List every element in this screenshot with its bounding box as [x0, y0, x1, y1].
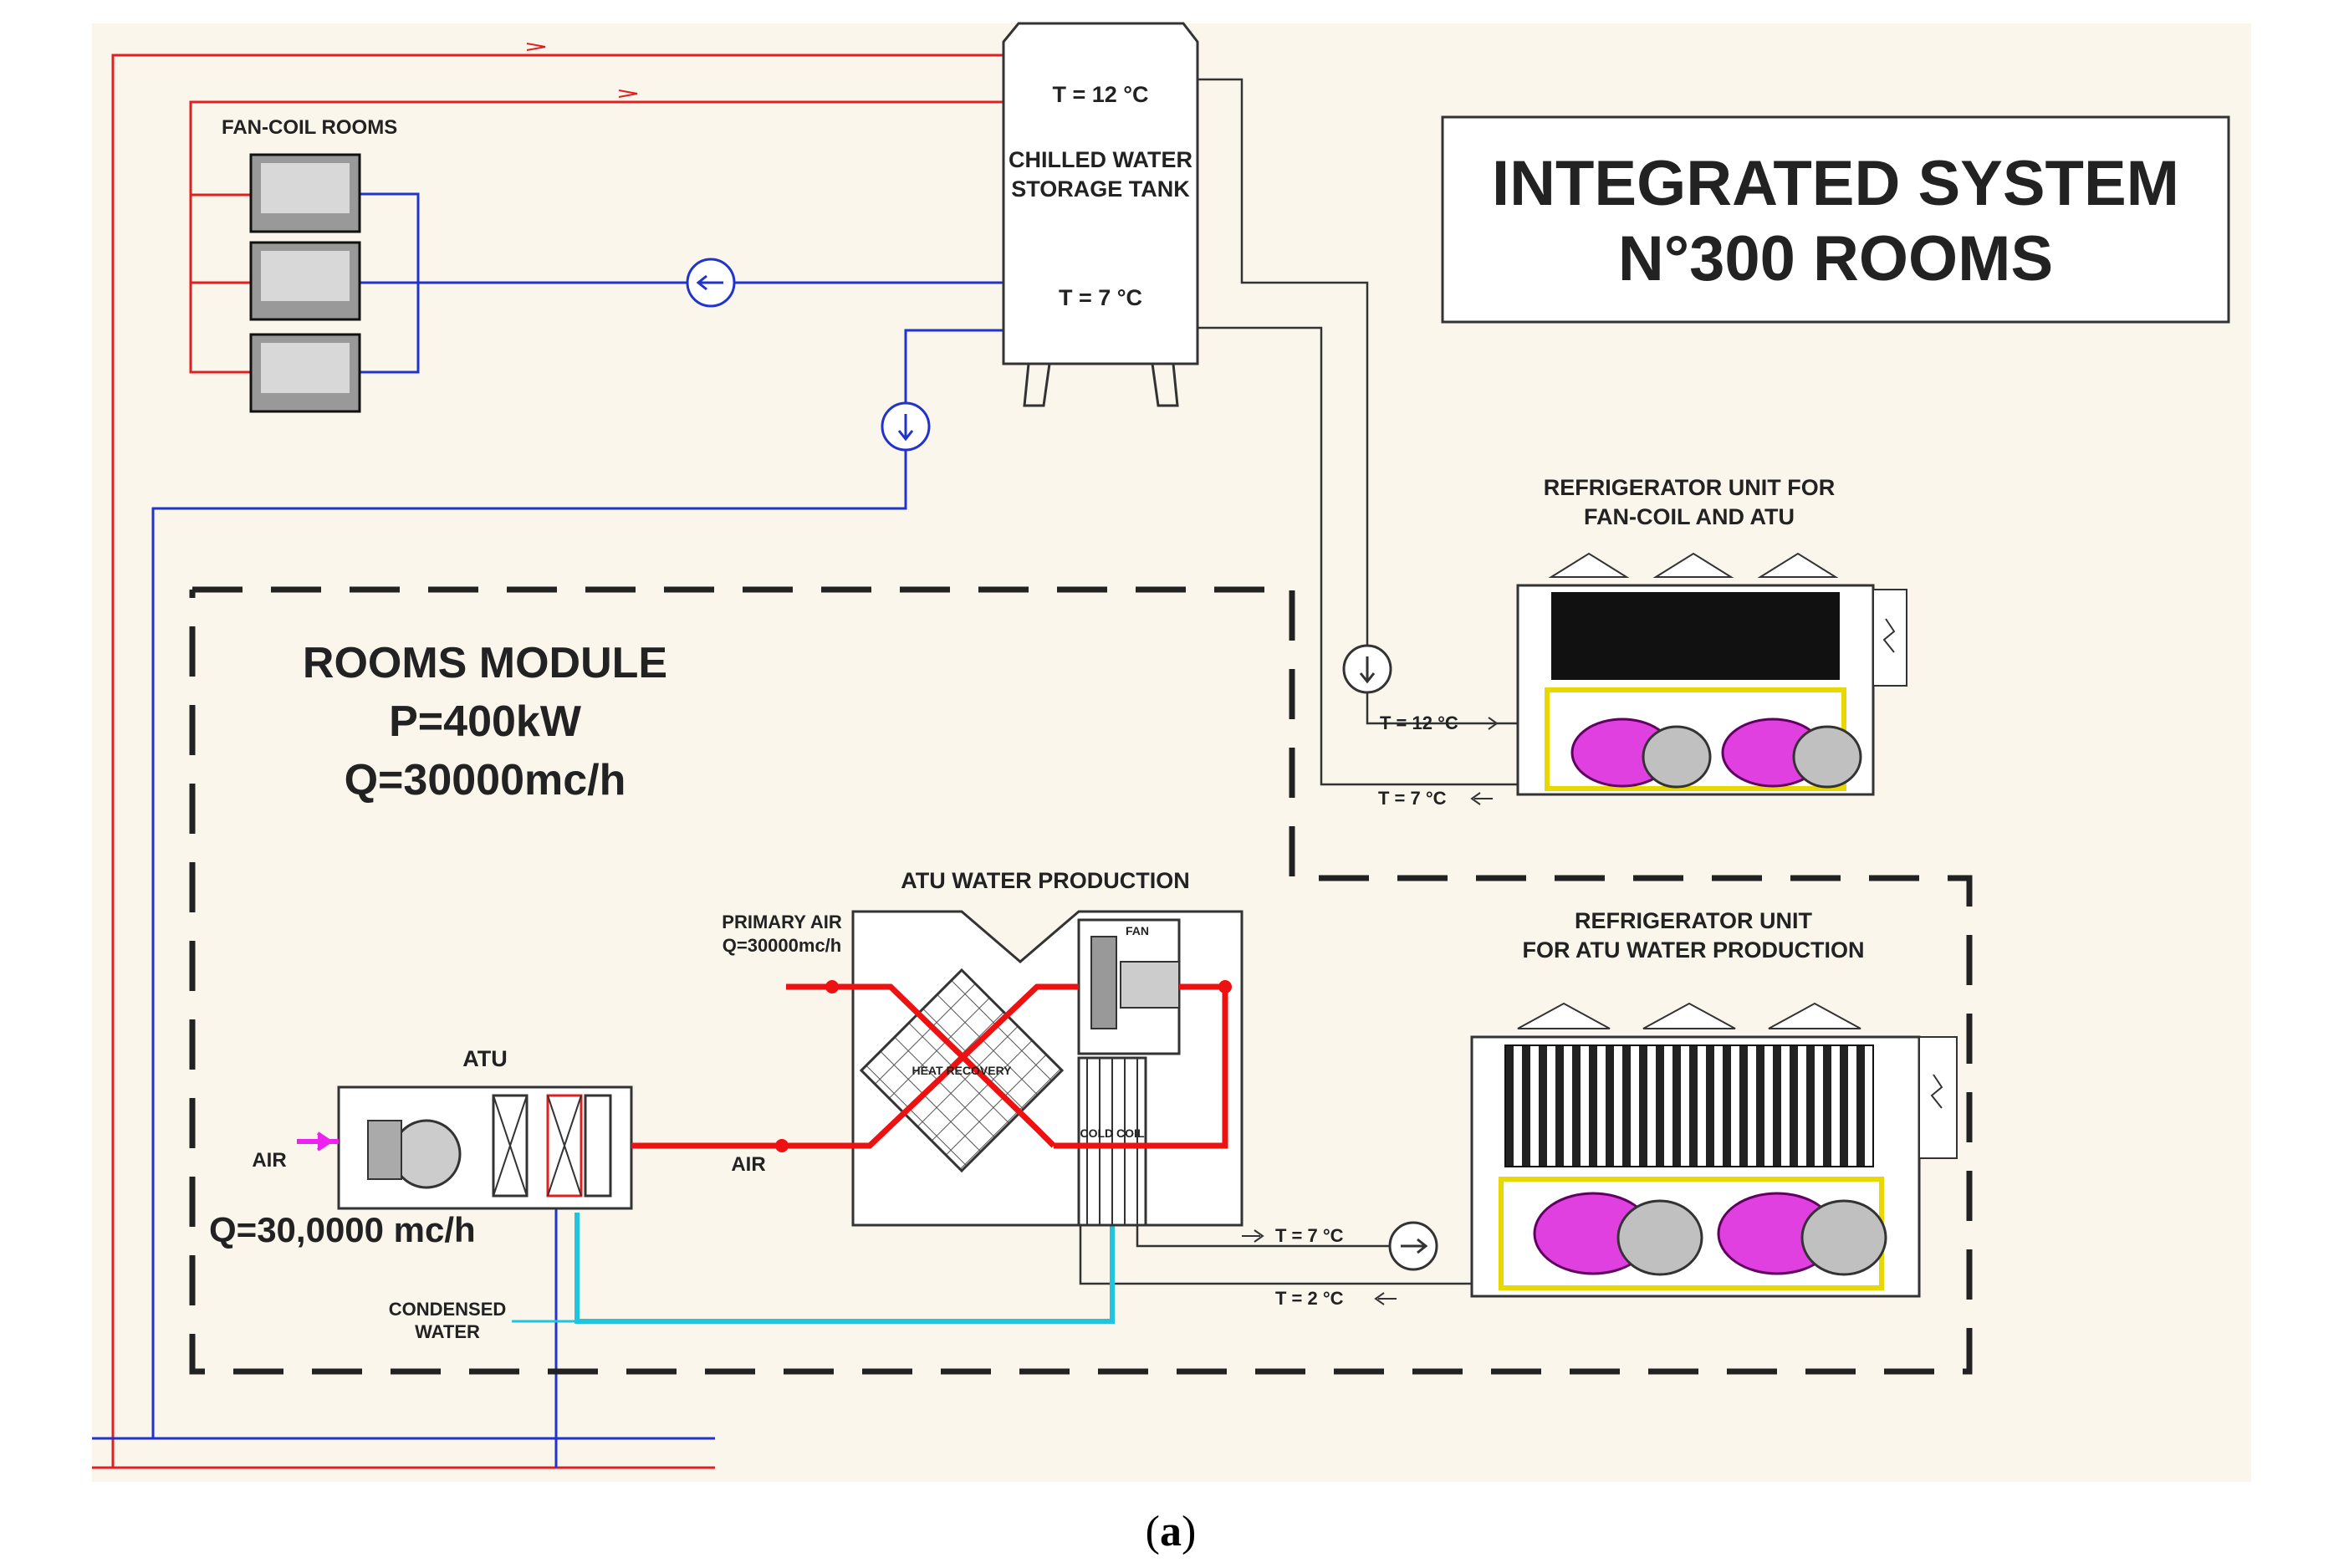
refrigerator-2-label-line2: FOR ATU WATER PRODUCTION: [1523, 937, 1865, 963]
tank-label-line1: CHILLED WATER: [1009, 147, 1192, 172]
tank-bottom-temperature: T = 7 °C: [1059, 285, 1142, 310]
rooms-module-title: ROOMS MODULE: [303, 639, 667, 687]
air-flow: [297, 980, 1232, 1152]
title-box: [1441, 115, 2230, 324]
atu-unit: [337, 1085, 633, 1210]
atu-water-production-label: ATU WATER PRODUCTION: [901, 868, 1189, 893]
red-supply-pipes: [92, 43, 1003, 1469]
refrigerator-2-temp-in: T = 7 °C: [1275, 1225, 1344, 1246]
blue-return-pipes: [92, 192, 1003, 1468]
refrigerator-1-temp-in: T = 12 °C: [1380, 712, 1458, 733]
condensed-water-label-line1: CONDENSED: [389, 1299, 507, 1320]
atu-flow-label: Q=30,0000 mc/h: [209, 1210, 476, 1249]
pump-icon: [1342, 644, 1392, 694]
refrigerator-1-label-line1: REFRIGERATOR UNIT FOR: [1544, 475, 1836, 500]
refrigerator-unit-2: [1470, 1002, 1958, 1298]
pump-icon: [686, 258, 736, 308]
tank-top-temperature: T = 12 °C: [1052, 82, 1148, 107]
title-line1: INTEGRATED SYSTEM: [1492, 148, 2179, 219]
refrigerator-unit-1: [1516, 552, 1907, 796]
cold-coil-label: COLD COIL: [1080, 1126, 1145, 1140]
atu-label: ATU: [462, 1046, 508, 1071]
rooms-module-boundary: [189, 586, 1973, 1375]
condensate-pipe: [575, 1213, 1115, 1324]
pump-icon: [881, 401, 931, 452]
air-inlet-label: AIR: [252, 1149, 286, 1172]
pump-icon: [1388, 1221, 1438, 1271]
rooms-module-airflow: Q=30000mc/h: [345, 756, 626, 804]
primary-air-label-line1: PRIMARY AIR: [722, 912, 842, 932]
chiller-pipes: [1079, 78, 1518, 1305]
refrigerator-1-label-line2: FAN-COIL AND ATU: [1584, 504, 1795, 529]
primary-air-label-line2: Q=30000mc/h: [723, 935, 841, 956]
heat-recovery-label: HEAT RECOVERY: [912, 1064, 1012, 1077]
fan-coil-units: [249, 153, 361, 413]
figure-caption: (a): [1146, 1508, 1197, 1555]
rooms-module-power: P=400kW: [389, 697, 582, 746]
air-outlet-label: AIR: [731, 1153, 765, 1176]
tank-label-line2: STORAGE TANK: [1011, 176, 1190, 202]
title-line2: N°300 ROOMS: [1618, 223, 2053, 294]
fan-coil-rooms-label: FAN-COIL ROOMS: [222, 116, 397, 139]
condensed-water-label-line2: WATER: [415, 1321, 480, 1342]
fan-label: FAN: [1126, 924, 1149, 937]
refrigerator-1-temp-out: T = 7 °C: [1378, 788, 1447, 809]
chilled-water-storage-tank: [1002, 22, 1199, 407]
refrigerator-2-temp-out: T = 2 °C: [1275, 1288, 1344, 1309]
refrigerator-2-label-line1: REFRIGERATOR UNIT: [1575, 908, 1813, 933]
